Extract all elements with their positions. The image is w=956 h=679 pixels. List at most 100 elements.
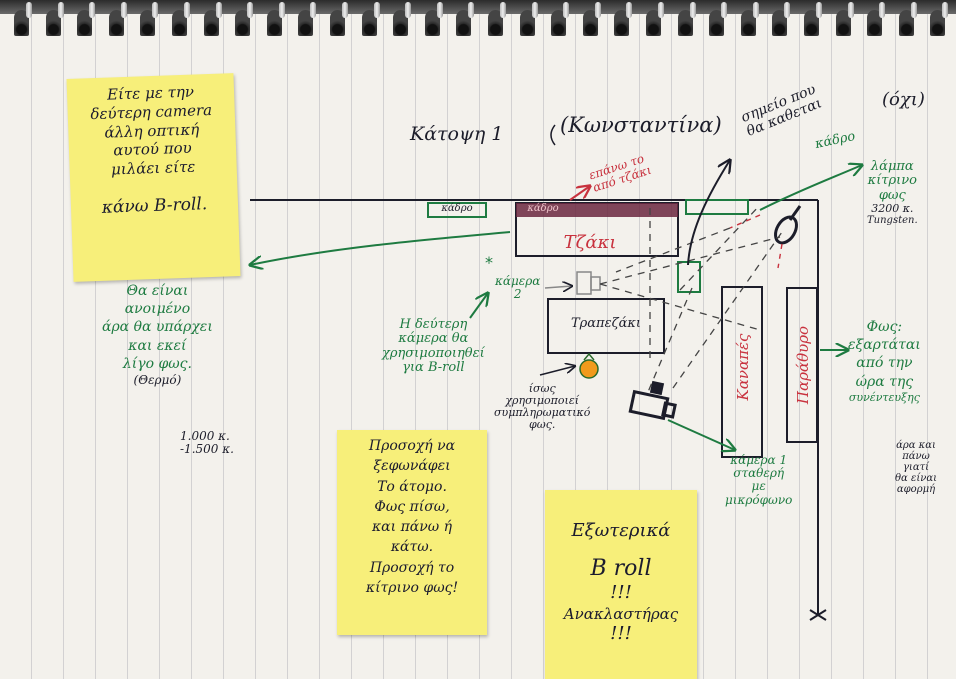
plan-title: Κάτοψη 1: [410, 123, 504, 145]
coffee-table-shape: [547, 298, 665, 354]
note-line: Προσοχή το: [369, 559, 455, 576]
spiral-ring: [677, 10, 693, 36]
note-line: Το άτομο.: [377, 478, 447, 495]
spiral-ring: [77, 10, 93, 36]
spiral-wire: [784, 2, 791, 18]
spiral-wire: [689, 2, 696, 18]
label-line: μικρόφωνο: [725, 492, 793, 507]
label-kelvin: 1.000 κ. -1.500 κ.: [180, 429, 234, 457]
spiral-ring: [646, 10, 661, 36]
label-line: Φως:: [866, 319, 903, 335]
camera-1-drawing: [628, 380, 677, 421]
spiral-wire: [910, 2, 917, 18]
label-line: κάμερα 1: [730, 453, 788, 467]
spiral-ring: [740, 10, 756, 36]
spiral-wire: [563, 2, 570, 18]
label-line: κίτρινο: [867, 173, 917, 189]
note-line: κάτω.: [390, 539, 434, 556]
spiral-ring: [835, 10, 851, 36]
label-line: γιατί: [902, 462, 930, 473]
label-frame-red: κάδρο: [527, 203, 559, 214]
spiral-wire: [310, 2, 317, 18]
spiral-wire: [120, 2, 127, 18]
label-left-info: Θα είναι ανοιμένο άρα θα υπάρχει και εκε…: [102, 282, 213, 389]
label-camera-1: κάμερα 1 σταθερή με μικρόφωνο: [725, 453, 793, 507]
label-line: και εκεί: [128, 337, 187, 354]
svg-text:*: *: [485, 253, 493, 272]
label-line: από την: [856, 355, 913, 372]
note-line: B roll: [590, 555, 652, 581]
label-line: θα είναι: [895, 473, 937, 484]
label-second-camera: Η δεύτερη κάμερα θα χρησιμοποιηθεί για B…: [382, 317, 485, 375]
label-line: ίσως: [528, 382, 556, 395]
spiral-ring: [14, 10, 29, 36]
label-line: φως: [878, 187, 906, 203]
label-line: -1.500 κ.: [180, 442, 234, 457]
spiral-wire: [626, 2, 633, 18]
label-coffee-table: Τραπεζάκι: [570, 316, 642, 331]
label-line: άρα θα υπάρχει: [102, 319, 213, 336]
spiral-wire: [247, 2, 254, 18]
label-window: Παράθυρο: [794, 325, 812, 405]
spiral-wire: [531, 2, 538, 18]
label-extra-light: ίσως χρησιμοποιεί συμπληρωματικό φως.: [494, 382, 591, 431]
spiral-ring: [108, 10, 124, 36]
sitting-spot-shape: [677, 261, 701, 293]
label-line: αφορμή: [896, 484, 936, 495]
spiral-wire: [847, 2, 854, 18]
label-line: λάμπα: [870, 159, 914, 174]
spiral-ring: [488, 10, 503, 36]
label-line: άρα και: [896, 440, 936, 451]
spiral-wire: [942, 2, 949, 18]
sticky-note-warning: Προσοχή να ξεφωνάφει Το άτομο. Φως πίσω,…: [337, 430, 487, 635]
extra-light-shape: [579, 359, 599, 379]
note-line: και πάνω ή: [372, 519, 452, 536]
label-line: ώρα της: [855, 373, 914, 390]
spiral-wire: [405, 2, 412, 18]
label-line: (Θερμό): [133, 372, 182, 387]
sofa-shape: [721, 286, 763, 458]
label-line: κάμερα θα: [398, 331, 469, 347]
spiral-wire: [879, 2, 886, 18]
spiral-ring: [772, 10, 788, 36]
spiral-ring: [519, 10, 535, 36]
plan-author: (Κωνσταντίνα): [560, 113, 722, 137]
note-line: Εξωτερικά: [571, 520, 671, 541]
spiral-ring: [45, 10, 61, 36]
spiral-wire: [89, 2, 96, 18]
label-light-extra: άρα και πάνω γιατί θα είναι αφορμή: [895, 440, 937, 495]
note-line: κίτρινο φως!: [365, 580, 459, 597]
spiral-wire: [373, 2, 380, 18]
spiral-ring: [551, 10, 567, 36]
spiral-wire: [721, 2, 728, 18]
spiral-ring: [361, 10, 377, 36]
label-line: λίγο φως.: [122, 355, 192, 372]
note-line: !!!: [610, 623, 632, 645]
spiral-wire: [184, 2, 190, 18]
spiral-wire: [215, 2, 222, 18]
label-sofa: Καναπές: [734, 333, 752, 401]
frame-left-shape: [427, 202, 487, 218]
spiral-ring: [804, 10, 819, 36]
label-line: χρησιμοποιεί: [505, 394, 580, 408]
note-line: Προσοχή να: [368, 438, 456, 454]
spiral-wire: [152, 2, 159, 18]
note-line: Φως πίσω,: [374, 498, 450, 515]
spiral-ring: [709, 10, 725, 36]
label-lamp: λάμπα κίτρινο φως 3200 κ. Tungsten.: [867, 159, 918, 226]
label-frame-left: κάδρο: [441, 203, 473, 214]
spiral-ring: [298, 10, 314, 36]
label-line: 3200 κ.: [871, 201, 914, 215]
spiral-ring: [203, 10, 219, 36]
label-line: 2: [513, 287, 522, 302]
lamp-shape: [774, 215, 798, 245]
label-line: Η δεύτερη: [399, 317, 468, 332]
spiral-wire: [436, 2, 443, 18]
label-line: 1.000 κ.: [180, 429, 230, 443]
window-shape: [786, 287, 818, 443]
spiral-wire: [752, 2, 759, 18]
spiral-ring: [235, 10, 251, 36]
label-line: συμπληρωματικό: [494, 406, 591, 420]
